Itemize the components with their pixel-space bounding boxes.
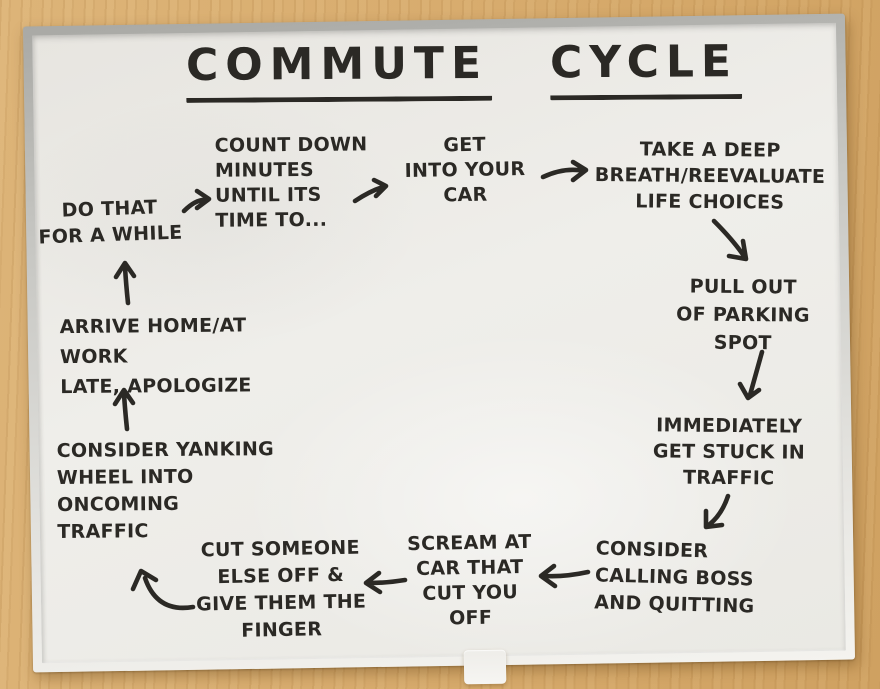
arrow-cut-someone-off-to-yank-wheel [130,568,196,611]
arrow-count-down-to-get-in-car [352,177,389,204]
arrow-pull-out-to-stuck-traffic [737,349,765,401]
arrow-stuck-traffic-to-consider-quitting [703,493,731,530]
arrow-get-in-car-to-deep-breath [540,159,589,183]
arrow-consider-quitting-to-scream [538,563,591,589]
arrow-arrive-late-to-do-that [113,260,137,306]
arrow-scream-to-cut-someone-off [363,570,408,595]
arrow-yank-wheel-to-arrive-late [112,387,136,432]
arrow-do-that-to-count-down [181,188,212,214]
arrow-deep-breath-to-pull-out [711,218,749,262]
